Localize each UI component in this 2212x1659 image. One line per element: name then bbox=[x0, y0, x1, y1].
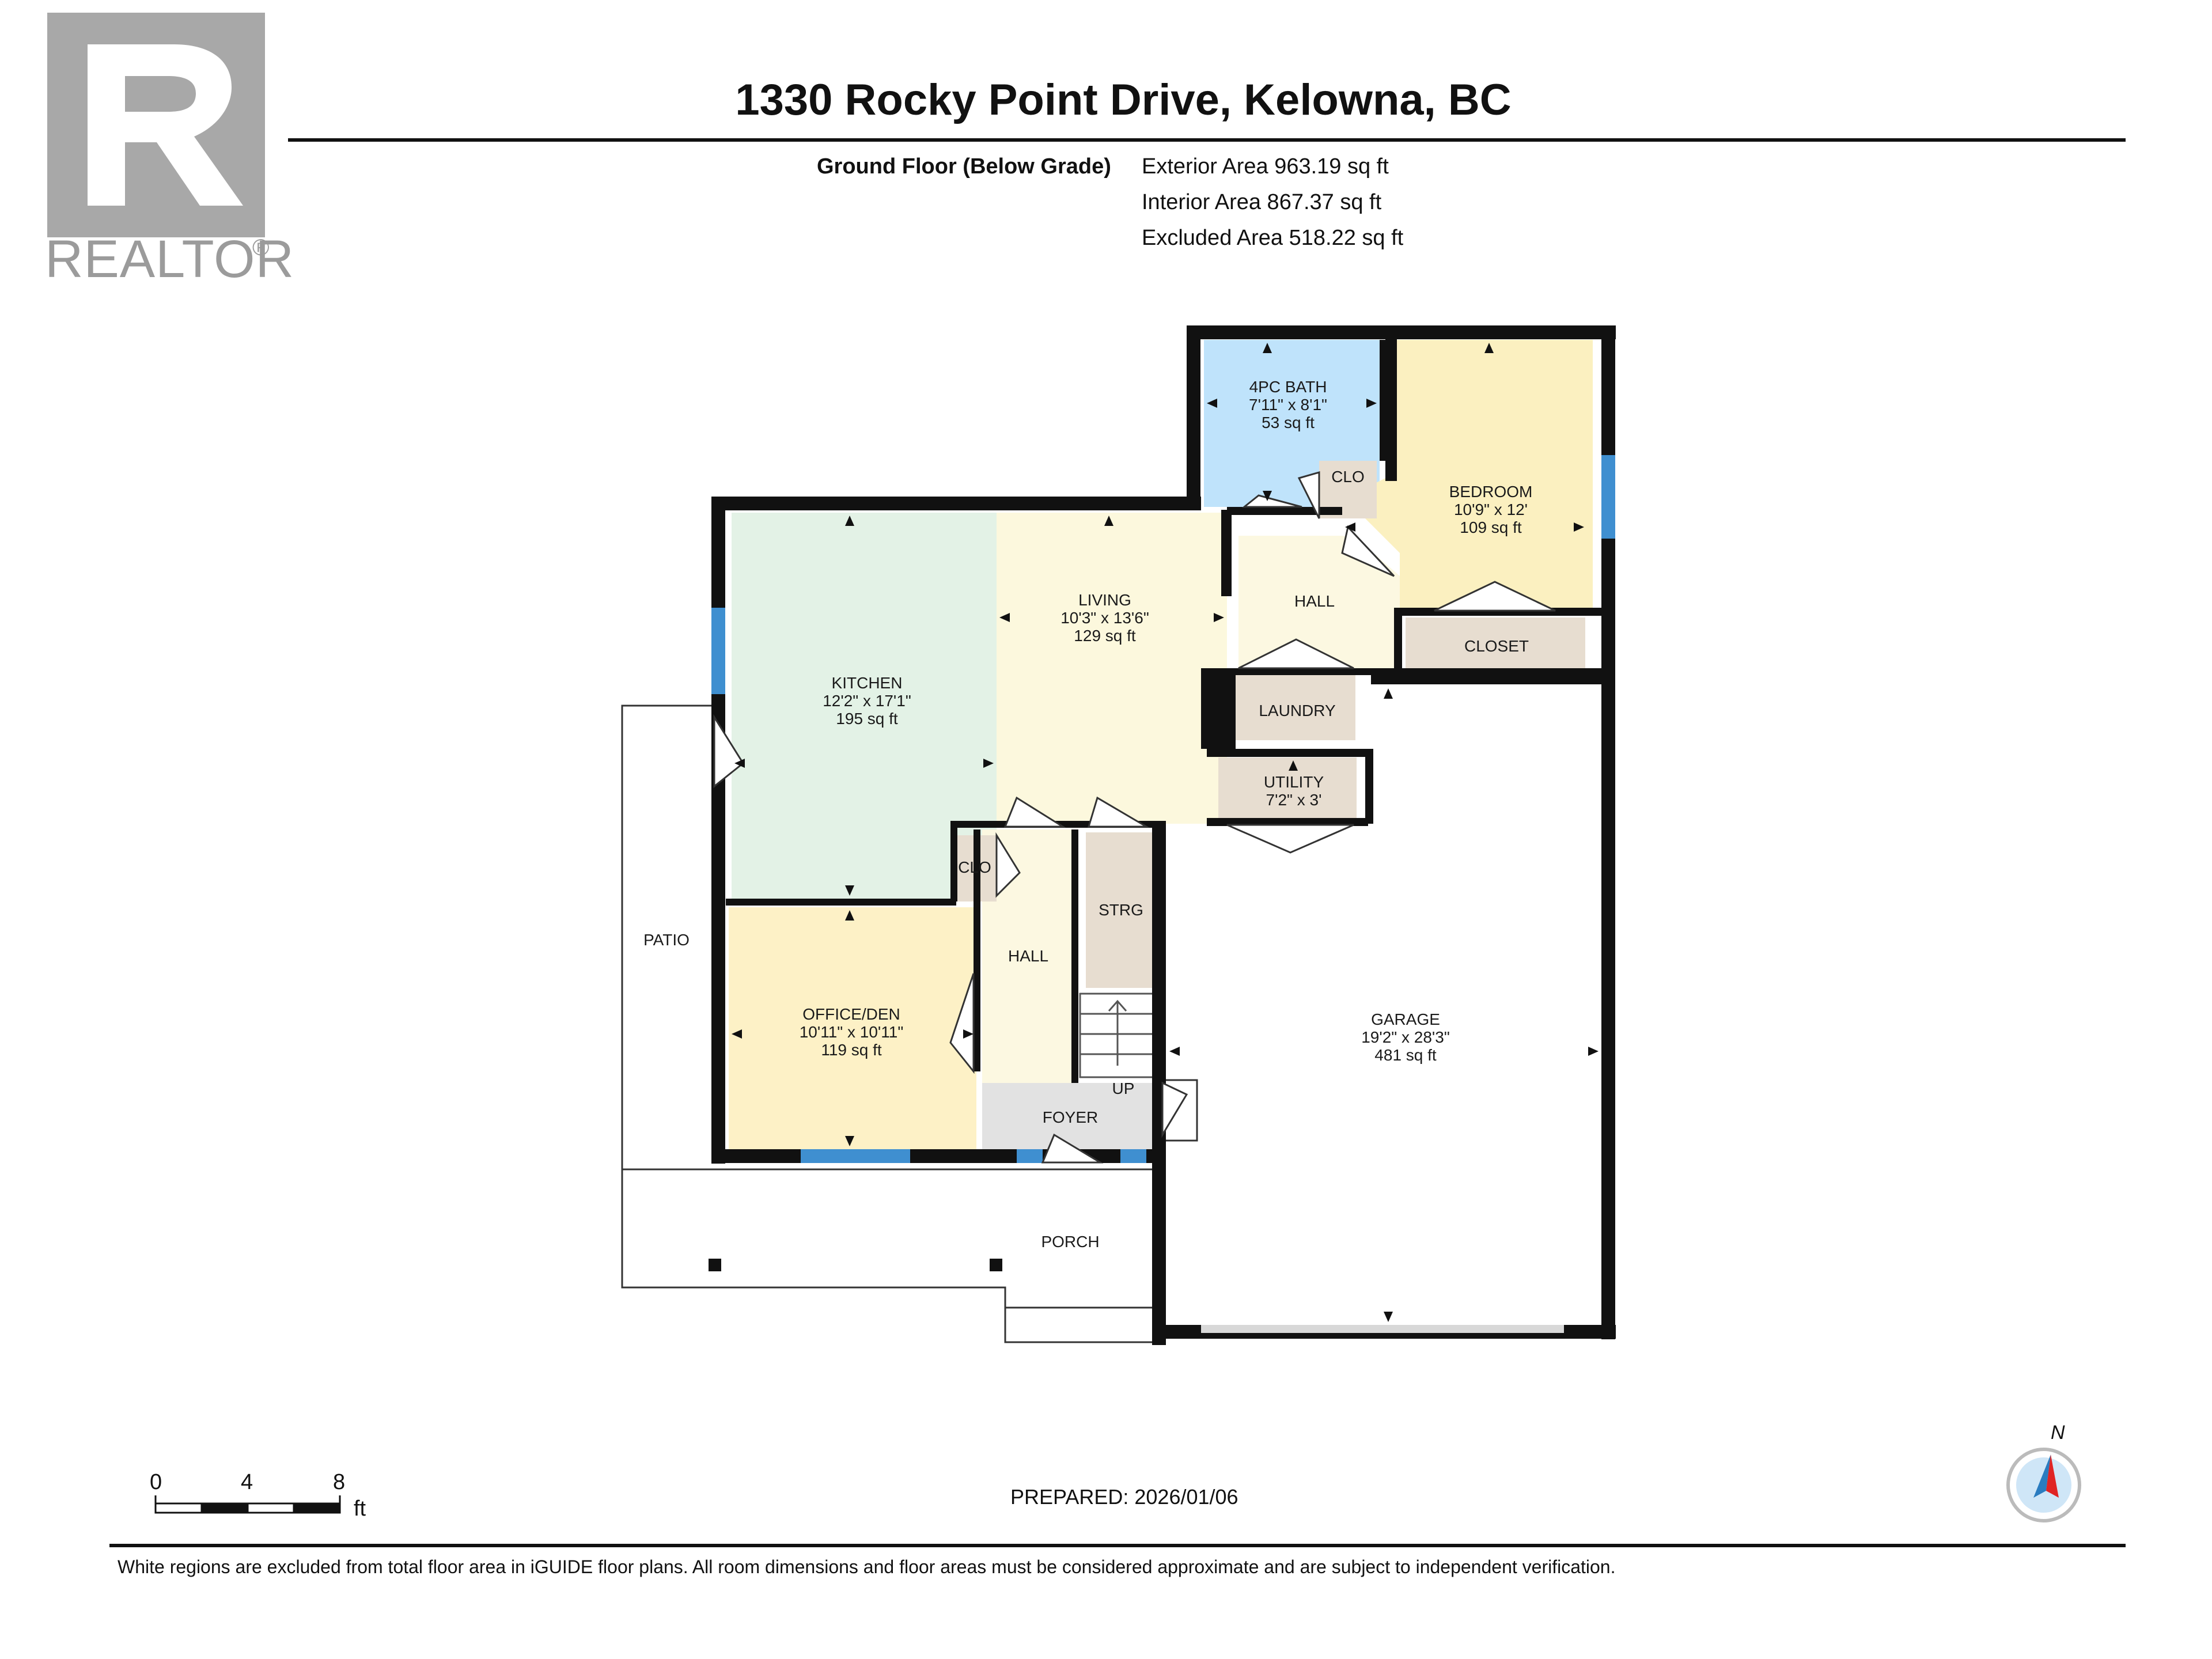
disclaimer: White regions are excluded from total fl… bbox=[118, 1556, 1616, 1577]
clo-lower-door bbox=[995, 832, 1021, 898]
strg-fill bbox=[1086, 832, 1152, 988]
room-label-garage: GARAGE 19'2" x 28'3" 481 sq ft bbox=[1361, 1010, 1450, 1064]
bedroom-name: BEDROOM bbox=[1449, 483, 1533, 501]
kitchen-window bbox=[711, 608, 725, 694]
room-label-bedroom: BEDROOM 10'9" x 12' 109 sq ft bbox=[1449, 483, 1533, 536]
kitchen-name: KITCHEN bbox=[831, 674, 903, 692]
realtor-logo bbox=[47, 13, 265, 237]
exterior-outlines bbox=[621, 704, 1198, 1343]
room-label-porch: PORCH bbox=[1041, 1233, 1100, 1251]
room-label-office: OFFICE/DEN 10'11" x 10'11" 119 sq ft bbox=[800, 1005, 904, 1059]
office-name: OFFICE/DEN bbox=[802, 1005, 900, 1023]
compass-north-label: N bbox=[2051, 1422, 2065, 1444]
bedroom-dims: 10'9" x 12' bbox=[1453, 501, 1528, 518]
porch-posts bbox=[709, 1259, 1002, 1271]
bedroom-area: 109 sq ft bbox=[1460, 518, 1522, 536]
room-label-bath: 4PC BATH 7'11" x 8'1" 53 sq ft bbox=[1249, 378, 1327, 431]
office-window bbox=[801, 1149, 910, 1163]
foyer-door bbox=[1041, 1133, 1104, 1164]
foyer-fill bbox=[982, 1083, 1161, 1149]
garage-area: 481 sq ft bbox=[1374, 1046, 1437, 1064]
bath-name: 4PC BATH bbox=[1249, 378, 1327, 396]
closet-door bbox=[1434, 581, 1556, 612]
prepared-date: PREPARED: 2026/01/06 bbox=[1010, 1485, 1238, 1509]
living-fill bbox=[997, 513, 1227, 824]
office-door bbox=[949, 973, 975, 1074]
bath-area: 53 sq ft bbox=[1262, 414, 1315, 431]
hall-upper-fill bbox=[1238, 536, 1400, 668]
room-label-laundry: LAUNDRY bbox=[1259, 702, 1336, 719]
utility-door bbox=[1226, 824, 1354, 854]
office-area: 119 sq ft bbox=[821, 1041, 882, 1059]
bath-door bbox=[1241, 494, 1302, 508]
garage-door bbox=[1201, 1325, 1564, 1333]
stairs-up-label: UP bbox=[1112, 1080, 1135, 1097]
hall-door bbox=[1003, 796, 1066, 828]
utility-dims: 7'2" x 3' bbox=[1266, 791, 1322, 809]
patio-outline bbox=[621, 704, 714, 1289]
office-fill bbox=[729, 907, 976, 1149]
room-label-hall-lower: HALL bbox=[1007, 947, 1049, 965]
laundry-fill bbox=[1236, 674, 1355, 740]
garage-entry-door bbox=[1161, 1081, 1188, 1138]
room-label-kitchen: KITCHEN 12'2" x 17'1" 195 sq ft bbox=[823, 674, 911, 728]
realtor-logo-text: REALTOR bbox=[45, 230, 295, 289]
stairs bbox=[1079, 993, 1156, 1078]
exterior-area: Exterior Area 963.19 sq ft bbox=[1142, 154, 1389, 179]
clo-upper-door bbox=[1297, 471, 1320, 519]
compass-icon bbox=[2006, 1448, 2081, 1522]
scale-tick-4: 4 bbox=[241, 1470, 253, 1494]
room-label-clo-lower: CLO bbox=[958, 858, 991, 876]
living-area: 129 sq ft bbox=[1074, 627, 1136, 645]
bath-dims: 7'11" x 8'1" bbox=[1249, 396, 1327, 414]
kitchen-area: 195 sq ft bbox=[836, 710, 898, 728]
footer-rule bbox=[109, 1544, 2126, 1547]
room-label-foyer: FOYER bbox=[1042, 1108, 1099, 1126]
living-name: LIVING bbox=[1078, 591, 1131, 609]
room-fills bbox=[729, 340, 1593, 1149]
living-dims: 10'3" x 13'6" bbox=[1060, 609, 1149, 627]
bedroom-fill bbox=[1345, 340, 1593, 615]
doors bbox=[713, 471, 1556, 1164]
utility-fill bbox=[1218, 757, 1357, 818]
strg-door bbox=[1087, 796, 1150, 828]
scale-tick-8: 8 bbox=[333, 1470, 346, 1494]
closet-fill bbox=[1406, 618, 1585, 668]
scale-unit: ft bbox=[354, 1497, 366, 1521]
laundry-door bbox=[1238, 638, 1354, 669]
room-label-closet: CLOSET bbox=[1464, 637, 1529, 655]
room-label-living: LIVING 10'3" x 13'6" 129 sq ft bbox=[1060, 591, 1149, 645]
interior-area: Interior Area 867.37 sq ft bbox=[1142, 190, 1382, 214]
porch-lower-outline bbox=[714, 1286, 1158, 1343]
bedroom-window bbox=[1601, 455, 1615, 539]
room-label-hall-upper: HALL bbox=[1294, 592, 1335, 610]
foyer-window-left bbox=[1017, 1149, 1043, 1163]
realtor-r-icon bbox=[88, 44, 243, 206]
utility-name: UTILITY bbox=[1263, 773, 1324, 791]
bedroom-door bbox=[1341, 525, 1395, 577]
kitchen-dims: 12'2" x 17'1" bbox=[823, 692, 911, 710]
header-rule bbox=[288, 138, 2126, 142]
scale-bar bbox=[154, 1495, 341, 1514]
scale-tick-0: 0 bbox=[150, 1470, 162, 1494]
foyer-window-right bbox=[1120, 1149, 1146, 1163]
room-label-clo-upper: CLO bbox=[1331, 468, 1365, 486]
excluded-area: Excluded Area 518.22 sq ft bbox=[1142, 226, 1404, 250]
office-dims: 10'11" x 10'11" bbox=[799, 1023, 904, 1041]
room-label-utility: UTILITY 7'2" x 3' bbox=[1264, 773, 1324, 809]
page-title: 1330 Rocky Point Drive, Kelowna, BC bbox=[735, 75, 1512, 124]
registered-mark: ® bbox=[252, 235, 270, 260]
windows bbox=[711, 455, 1615, 1333]
garage-name: GARAGE bbox=[1371, 1010, 1440, 1028]
room-label-strg: STRG bbox=[1099, 901, 1143, 919]
dimension-arrows bbox=[732, 343, 1599, 1322]
room-label-patio: PATIO bbox=[643, 931, 690, 949]
kitchen-patio-door bbox=[713, 714, 744, 789]
garage-dims: 19'2" x 28'3" bbox=[1361, 1028, 1450, 1046]
floor-name: Ground Floor (Below Grade) bbox=[817, 154, 1111, 179]
